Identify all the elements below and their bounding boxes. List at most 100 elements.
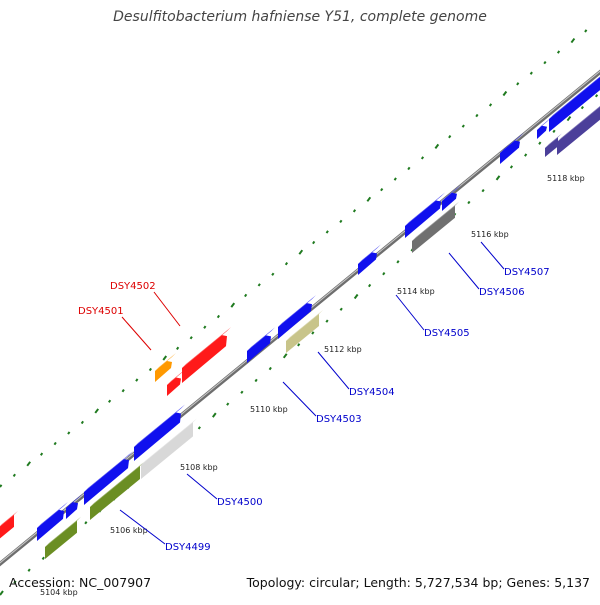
gene-block-blue [358,244,381,275]
map-title: Desulfitobacterium hafniense Y51, comple… [113,9,487,25]
gene-label: DSY4503 [316,414,362,425]
tick-mark [39,452,44,456]
gene-block-face [500,140,520,164]
gene-label: DSY4505 [424,328,470,339]
gene-block-blue [66,494,82,519]
scale-label: 5106 kbp [110,526,148,535]
tick-mark [481,188,485,193]
gene-block-top [278,295,316,327]
tick-mark [325,319,329,323]
tick-mark [197,426,201,430]
tick-mark [0,484,3,488]
tick-mark [80,420,84,425]
gene-block-face [247,335,271,363]
gene-label: DSY4507 [504,267,550,278]
tick-mark [211,412,217,418]
tick-mark [420,156,425,160]
tick-mark [516,82,520,86]
gene-block-top [90,462,144,507]
tick-mark [570,37,576,44]
tick-mark [41,556,45,560]
gene-block-face [549,77,600,132]
tick-mark [311,331,315,335]
gene-block-top [286,309,323,341]
gene-label: DSY4501 [78,306,124,317]
scale-label: 5114 kbp [397,287,435,296]
tick-mark [176,346,180,351]
gene-label: DSY4506 [479,287,525,298]
gene-block-face [66,502,78,519]
tick-mark [53,441,57,446]
gene-leader-line [448,252,480,290]
accession-label: Accession: NC_007907 [9,575,152,590]
tick-mark [27,568,31,572]
gene-block-face [358,252,377,275]
tick-mark [298,249,304,255]
tick-mark [366,196,372,202]
gene-block-face [442,192,457,211]
gene-block-blue [549,76,600,132]
gene-block-top [549,76,600,119]
gene-block-top [247,327,275,351]
tick-mark [529,71,533,75]
gene-leader-line [186,473,218,500]
gene-block-face [141,422,193,479]
tick-mark [226,402,230,406]
scale-label: 5110 kbp [250,405,288,414]
gene-block-face [412,205,455,253]
gene-block-face [37,509,64,541]
tick-mark [282,353,288,359]
gene-leader-line [119,509,166,545]
gene-block-top [358,244,381,264]
gene-block-top [37,501,68,528]
tick-mark [121,389,125,393]
tick-mark [584,29,588,33]
tick-mark [475,113,479,118]
tick-mark [580,105,584,110]
gene-block-top [167,369,185,385]
tick-mark [552,129,556,134]
gene-block-olive [45,516,81,559]
tick-mark [461,124,465,128]
tick-mark [26,461,32,467]
scale-label: 5118 kbp [547,174,585,183]
gene-block-blue [84,451,133,505]
gene-block-red [182,327,231,383]
tick-mark [0,590,4,596]
tick-mark [393,177,397,181]
gene-block-face [286,313,319,353]
scale-label: 5116 kbp [471,230,509,239]
scale-label: 5108 kbp [180,463,218,472]
tick-mark [297,343,301,347]
gene-block-face [45,520,77,559]
tick-mark [353,293,359,300]
tick-mark [495,175,501,181]
gene-block-lightgray [141,418,197,479]
gene-block-top [155,353,176,371]
gene-block-top [182,327,231,368]
gene-block-orange [155,353,176,382]
gene-block-blue [405,192,445,238]
gene-leader-line [121,316,152,351]
tick-mark [312,240,316,245]
gene-label: DSY4504 [349,387,395,398]
gene-block-slate [545,133,562,157]
gene-block-top [412,201,459,241]
tick-mark [448,135,452,139]
gene-block-top [84,451,133,492]
tick-mark [538,141,542,145]
tick-mark [339,307,343,311]
tick-mark [488,103,493,107]
gene-block-top [557,106,600,142]
gene-block-face [167,377,181,396]
gene-block-blue [247,327,275,363]
tick-mark [434,143,440,149]
gene-block-top [405,192,445,226]
gene-block-top [0,510,18,527]
tick-mark [502,90,508,97]
gene-block-top [66,494,82,508]
gene-leader-line [480,241,505,270]
gene-block-top [134,404,185,447]
